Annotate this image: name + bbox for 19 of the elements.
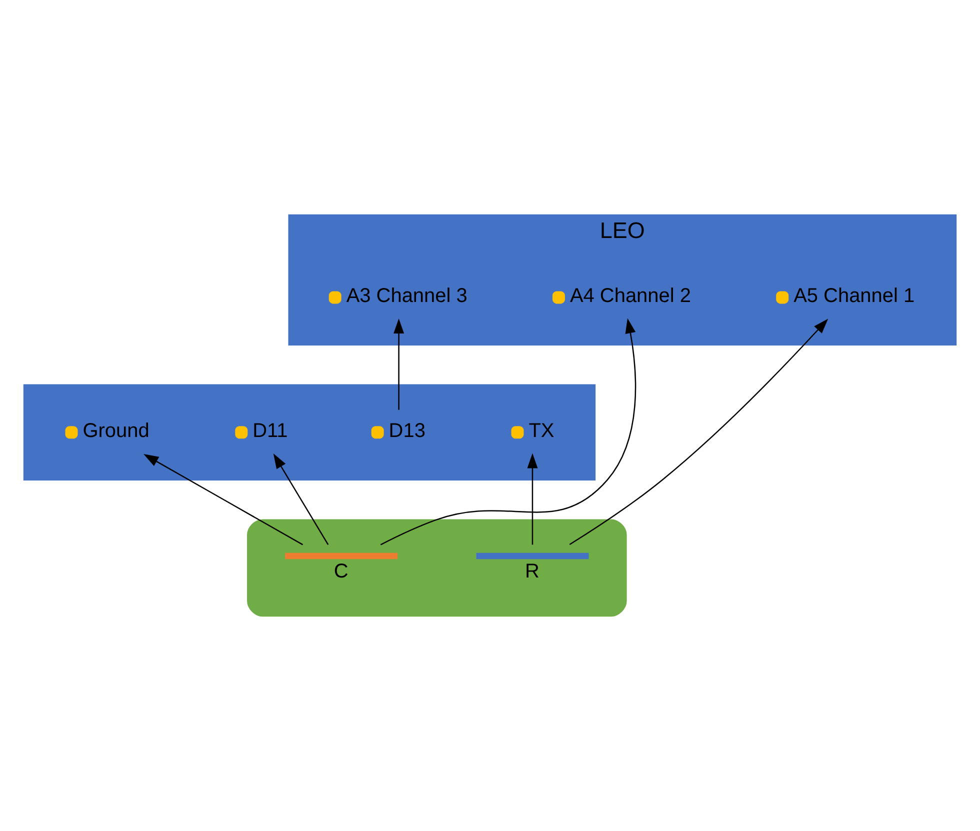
node-label: D11 — [252, 420, 288, 442]
node-label: D13 — [388, 420, 426, 442]
arrow — [527, 453, 538, 545]
cluster — [247, 519, 627, 617]
node-label: Ground — [82, 420, 150, 442]
node-label: A3 Channel 3 — [346, 285, 468, 308]
node-label: C — [334, 560, 348, 583]
node-label: R — [524, 560, 540, 583]
arrow — [380, 318, 636, 546]
arrow — [273, 454, 329, 546]
arrow — [394, 318, 404, 410]
node-label: TX — [528, 420, 554, 442]
arrow — [569, 318, 828, 545]
node-box — [285, 552, 398, 560]
arrow — [144, 454, 304, 546]
node-box — [476, 552, 589, 560]
node-label: A4 Channel 2 — [570, 285, 691, 308]
node-label: A5 Channel 1 — [794, 285, 915, 308]
cluster — [23, 384, 596, 480]
